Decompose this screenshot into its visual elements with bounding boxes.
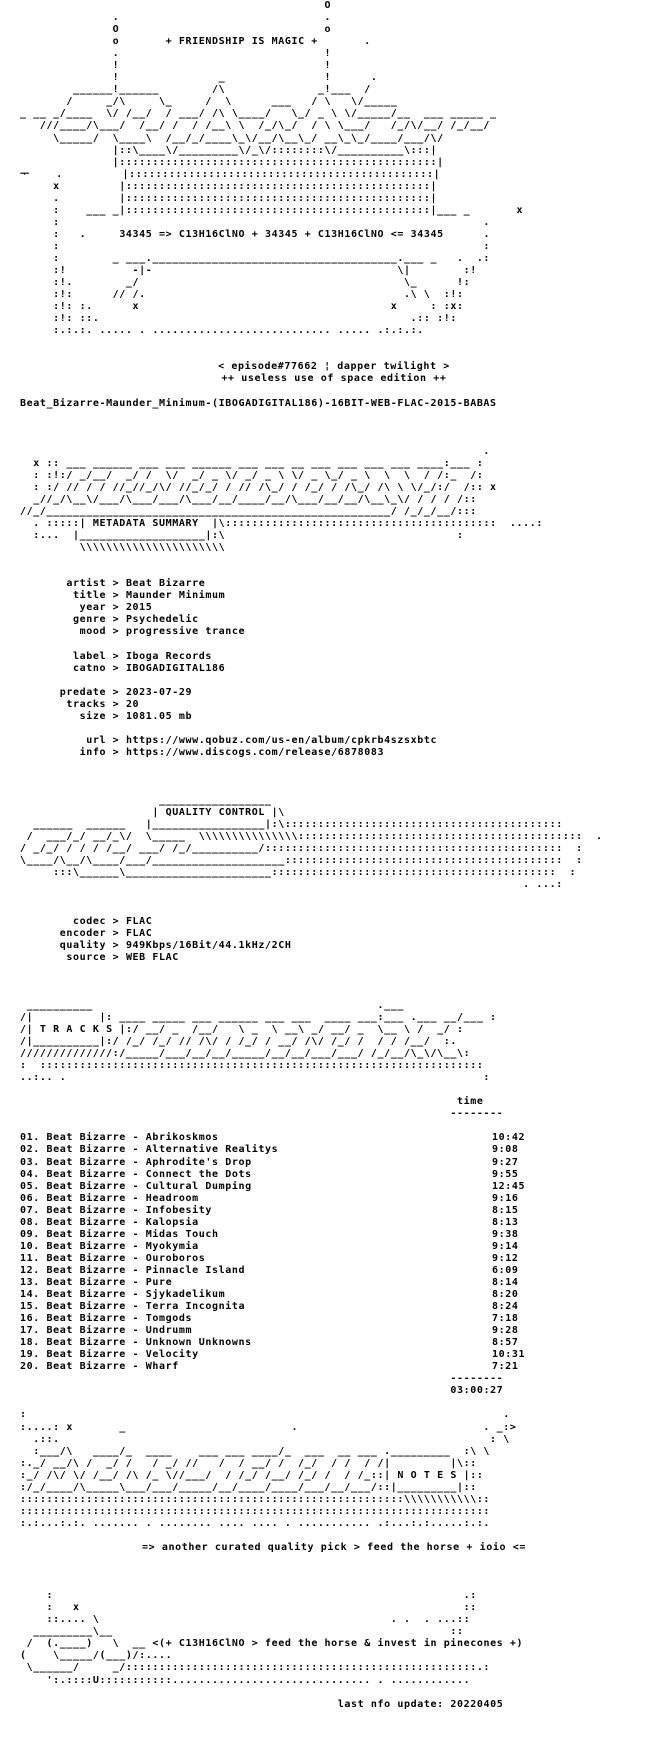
section-tracks: T R A C K S	[39, 1023, 113, 1035]
meta-title: Maunder Minimum	[125, 590, 226, 602]
track-time: 7:21	[492, 1361, 519, 1373]
track-title: 02. Beat Bizarre - Alternative Realitys	[20, 1144, 279, 1156]
meta-genre: Psychedelic	[125, 614, 199, 626]
track-row: 09. Beat Bizarre - Midas Touch 9:38	[20, 1229, 648, 1241]
track-title: 09. Beat Bizarre - Midas Touch	[20, 1228, 219, 1240]
track-row: 14. Beat Bizarre - Sjykadelikum 8:20	[20, 1289, 648, 1301]
track-title: 07. Beat Bizarre - Infobesity	[20, 1204, 212, 1216]
track-row: 06. Beat Bizarre - Headroom 9:16	[20, 1193, 648, 1205]
meta-size: 1081.05 mb	[125, 710, 193, 722]
track-time: 9:12	[492, 1252, 519, 1264]
meta-artist: Beat Bizarre	[125, 578, 206, 590]
track-time: 8:14	[492, 1276, 519, 1288]
track-time: 9:55	[492, 1168, 519, 1180]
track-time: 8:57	[492, 1337, 519, 1349]
track-title: 20. Beat Bizarre - Wharf	[20, 1361, 179, 1373]
total-rule: --------	[450, 1373, 504, 1385]
qc-codec: FLAC	[125, 915, 153, 927]
track-title: 06. Beat Bizarre - Headroom	[20, 1192, 199, 1204]
track-row: 01. Beat Bizarre - Abrikoskmos 10:42	[20, 1132, 648, 1144]
track-row: 02. Beat Bizarre - Alternative Realitys 9…	[20, 1144, 648, 1156]
meta-predate: 2023-07-29	[125, 686, 193, 698]
track-title: 10. Beat Bizarre - Myokymia	[20, 1240, 199, 1252]
last-update: last nfo update: 20220405	[337, 1698, 504, 1710]
meta-year: 2015	[125, 602, 153, 614]
meta-label: Iboga Records	[125, 650, 213, 662]
curated-line: => another curated quality pick > feed t…	[142, 1542, 526, 1553]
track-row: 07. Beat Bizarre - Infobesity 8:15	[20, 1205, 648, 1217]
track-time: 9:08	[492, 1144, 519, 1156]
section-metadata: METADATA SUMMARY	[92, 518, 199, 530]
track-title: 18. Beat Bizarre - Unknown Unknowns	[20, 1337, 252, 1349]
track-row: 04. Beat Bizarre - Connect the Dots 9:55	[20, 1169, 648, 1181]
track-title: 15. Beat Bizarre - Terra Incognita	[20, 1301, 246, 1313]
track-row: 18. Beat Bizarre - Unknown Unknowns 8:57	[20, 1337, 648, 1349]
track-time: 9:38	[492, 1228, 519, 1240]
meta-tracks: 20	[125, 698, 140, 710]
track-row: 08. Beat Bizarre - Kalopsia 8:13	[20, 1217, 648, 1229]
qc-source: WEB FLAC	[125, 951, 179, 963]
track-row: 20. Beat Bizarre - Wharf 7:21	[20, 1361, 648, 1373]
track-row: 12. Beat Bizarre - Pinnacle Island 6:09	[20, 1265, 648, 1277]
release-dirname: Beat_Bizarre-Maunder_Minimum-(IBOGADIGIT…	[20, 397, 497, 409]
track-title: 16. Beat Bizarre - Tomgods	[20, 1313, 193, 1325]
track-title: 12. Beat Bizarre - Pinnacle Island	[20, 1264, 246, 1276]
track-row: 11. Beat Bizarre - Ouroboros 9:12	[20, 1253, 648, 1265]
meta-catno: IBOGADIGITAL186	[125, 662, 226, 674]
track-row: 10. Beat Bizarre - Myokymia 9:14	[20, 1241, 648, 1253]
track-time: 8:13	[492, 1216, 519, 1228]
track-time: 8:20	[492, 1289, 519, 1301]
track-time: 10:31	[492, 1349, 526, 1361]
track-row: 19. Beat Bizarre - Velocity 10:31	[20, 1349, 648, 1361]
edition-line: ++ useless use of space edition ++	[221, 373, 447, 385]
episode-line: < episode#77662 ¦ dapper twilight >	[218, 361, 450, 373]
time-header-rule: --------	[450, 1108, 504, 1120]
track-time: 9:14	[492, 1240, 519, 1252]
track-time: 9:28	[492, 1325, 519, 1337]
track-row: 17. Beat Bizarre - Undrumm 9:28	[20, 1325, 648, 1337]
track-title: 13. Beat Bizarre - Pure	[20, 1276, 173, 1288]
track-title: 17. Beat Bizarre - Undrumm	[20, 1325, 193, 1337]
track-title: 01. Beat Bizarre - Abrikoskmos	[20, 1132, 219, 1144]
formula-line: 34345 => C13H16ClNO + 34345 + C13H16ClNO…	[119, 228, 444, 240]
track-time: 8:24	[492, 1301, 519, 1313]
track-time: 12:45	[492, 1180, 526, 1192]
track-row: 05. Beat Bizarre - Cultural Dumping 12:45	[20, 1181, 648, 1193]
track-title: 14. Beat Bizarre - Sjykadelikum	[20, 1289, 226, 1301]
meta-info-link[interactable]: https://www.discogs.com/release/6878083	[125, 746, 385, 758]
track-time: 10:42	[492, 1132, 526, 1144]
time-header: time	[456, 1096, 484, 1108]
track-title: 04. Beat Bizarre - Connect the Dots	[20, 1168, 252, 1180]
track-time: 6:09	[492, 1264, 519, 1276]
track-title: 11. Beat Bizarre - Ouroboros	[20, 1252, 206, 1264]
tagline: + FRIENDSHIP IS MAGIC +	[165, 36, 318, 48]
section-quality: QUALITY CONTROL	[165, 807, 265, 819]
qc-encoder: FLAC	[125, 927, 153, 939]
track-title: 05. Beat Bizarre - Cultural Dumping	[20, 1180, 252, 1192]
pinecones-line: <(+ C13H16ClNO > feed the horse & invest…	[152, 1638, 524, 1650]
track-time: 7:18	[492, 1313, 519, 1325]
section-notes: N O T E S	[397, 1469, 457, 1481]
track-time: 8:15	[492, 1204, 519, 1216]
track-title: 03. Beat Bizarre - Aphrodite's Drop	[20, 1156, 252, 1168]
track-row: 15. Beat Bizarre - Terra Incognita 8:24	[20, 1301, 648, 1313]
track-time: 9:27	[492, 1156, 519, 1168]
meta-url-link[interactable]: https://www.qobuz.com/us-en/album/cpkrb4…	[125, 734, 438, 746]
track-row: 03. Beat Bizarre - Aphrodite's Drop 9:27	[20, 1157, 648, 1169]
track-title: 19. Beat Bizarre - Velocity	[20, 1349, 199, 1361]
track-row: 16. Beat Bizarre - Tomgods 7:18	[20, 1313, 648, 1325]
track-title: 08. Beat Bizarre - Kalopsia	[20, 1216, 199, 1228]
meta-mood: progressive trance	[125, 626, 246, 638]
total-time: 03:00:27	[450, 1385, 504, 1397]
track-time: 9:16	[492, 1192, 519, 1204]
track-row: 13. Beat Bizarre - Pure 8:14	[20, 1277, 648, 1289]
qc-quality: 949Kbps/16Bit/44.1kHz/2CH	[125, 939, 292, 951]
